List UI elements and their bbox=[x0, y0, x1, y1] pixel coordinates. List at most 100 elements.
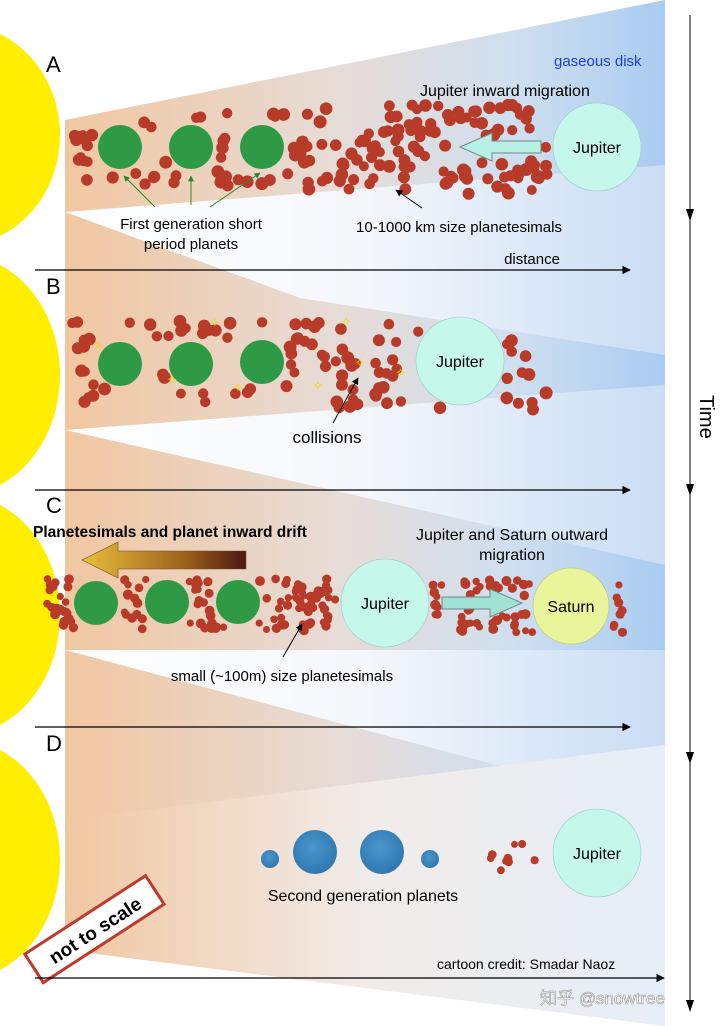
planetesimal bbox=[506, 99, 519, 111]
planetesimal bbox=[511, 840, 518, 848]
planetesimal bbox=[495, 157, 509, 171]
distance-label: distance bbox=[504, 251, 560, 268]
planetesimal bbox=[203, 324, 215, 336]
planetesimal bbox=[75, 152, 86, 163]
collision-spark-icon: ✧ bbox=[313, 378, 324, 393]
planetesimal bbox=[413, 326, 424, 337]
planetesimal bbox=[335, 168, 349, 181]
credit-label: cartoon credit: Smadar Naoz bbox=[437, 956, 615, 972]
planetesimal bbox=[321, 581, 331, 590]
jupiter-label: Jupiter bbox=[573, 140, 622, 157]
planetesimal bbox=[336, 378, 348, 391]
planetesimal bbox=[358, 161, 369, 172]
planetesimal bbox=[157, 368, 169, 381]
planetesimal bbox=[199, 598, 208, 607]
planetesimal bbox=[308, 320, 321, 334]
planetesimal bbox=[370, 357, 381, 369]
planetesimal bbox=[368, 173, 379, 184]
planetesimal bbox=[121, 610, 131, 619]
planetesimal bbox=[123, 590, 133, 600]
planetesimal bbox=[319, 102, 333, 115]
planetesimal bbox=[454, 112, 467, 125]
planetesimal bbox=[191, 579, 201, 589]
planetesimal bbox=[300, 592, 308, 600]
planetesimal bbox=[270, 111, 281, 122]
saturn-label: Saturn bbox=[547, 599, 594, 616]
planetesimal bbox=[106, 171, 119, 184]
planetesimal bbox=[124, 581, 132, 589]
planetesimal bbox=[460, 577, 469, 586]
planetesimal bbox=[400, 162, 412, 174]
first-gen-planet bbox=[98, 125, 142, 169]
planetesimal bbox=[476, 157, 488, 169]
collision-spark-icon: ✧ bbox=[233, 380, 244, 395]
planetesimal bbox=[255, 619, 263, 627]
planetesimal bbox=[419, 151, 430, 162]
watermark: 知乎 @snowtree bbox=[540, 989, 665, 1008]
collision-spark-icon: ✧ bbox=[167, 372, 178, 387]
planetesimal bbox=[318, 601, 327, 610]
jupiter-label: Jupiter bbox=[573, 846, 622, 863]
planetesimal bbox=[87, 389, 100, 402]
panel-letter-c: C bbox=[46, 493, 62, 518]
planetesimal bbox=[390, 136, 401, 147]
planetesimals-panel-a bbox=[68, 98, 553, 200]
planetesimal bbox=[88, 379, 99, 391]
planetesimals-panel-b bbox=[67, 314, 553, 416]
planetesimal bbox=[460, 172, 474, 185]
collisions-label: collisions bbox=[293, 428, 362, 447]
planetesimal bbox=[372, 334, 385, 347]
planetesimal bbox=[306, 618, 316, 628]
planetesimal bbox=[271, 574, 280, 584]
planetesimal bbox=[373, 366, 385, 378]
pointer-line bbox=[123, 175, 156, 208]
planetesimal bbox=[223, 316, 237, 330]
planetesimal bbox=[614, 598, 624, 608]
planetesimal bbox=[441, 109, 454, 121]
pointer-line bbox=[209, 172, 261, 208]
planetesimal bbox=[507, 125, 518, 136]
first-gen-planet bbox=[145, 580, 189, 624]
planetesimal bbox=[55, 604, 66, 615]
second-gen-planet bbox=[421, 850, 439, 868]
planetesimal bbox=[391, 336, 402, 348]
planetesimal bbox=[175, 388, 186, 399]
planetesimal bbox=[318, 351, 330, 363]
planetesimal bbox=[142, 575, 150, 584]
planetesimal bbox=[195, 618, 206, 629]
planetesimal bbox=[540, 159, 552, 172]
planetesimal bbox=[56, 592, 64, 601]
inward-drift-label: Planetesimals and planet inward drift bbox=[33, 524, 307, 541]
planetesimal bbox=[501, 576, 512, 586]
planetesimal bbox=[462, 187, 475, 200]
planetesimal bbox=[617, 627, 628, 637]
first-gen-planet bbox=[169, 125, 213, 169]
small-planetesimal-label: small (~100m) size planetesimals bbox=[171, 668, 393, 685]
planetesimal bbox=[457, 626, 468, 636]
planetesimal bbox=[302, 182, 316, 196]
planetesimal bbox=[51, 578, 60, 587]
planetesimal bbox=[329, 139, 342, 151]
planetesimal bbox=[519, 579, 529, 590]
planetesimal bbox=[301, 108, 313, 120]
planetesimal bbox=[294, 580, 302, 589]
planetesimal bbox=[343, 400, 357, 413]
planetesimal bbox=[374, 159, 386, 172]
planetesimal bbox=[79, 366, 90, 377]
planetesimal bbox=[185, 577, 194, 586]
planetesimal bbox=[335, 323, 347, 335]
jupiter bbox=[552, 102, 642, 192]
planetesimal bbox=[139, 178, 151, 190]
planetesimal bbox=[285, 347, 298, 360]
second-gen-planet bbox=[360, 830, 404, 874]
planetesimal bbox=[540, 142, 552, 153]
first-gen-label: period planets bbox=[144, 236, 238, 253]
planetesimal bbox=[539, 386, 553, 400]
planetesimal bbox=[61, 598, 70, 606]
planetesimal bbox=[457, 617, 467, 628]
planetesimal bbox=[289, 318, 302, 331]
planetesimal bbox=[263, 626, 270, 633]
inward-migration-arrow bbox=[458, 132, 542, 162]
collision-spark-icon: ✧ bbox=[210, 315, 221, 330]
